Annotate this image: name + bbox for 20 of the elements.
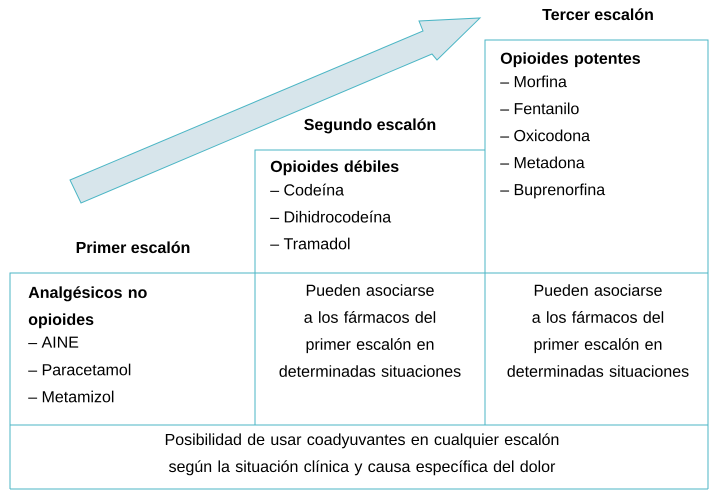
drug-item: – Fentanilo <box>500 102 579 114</box>
note-text: Posibilidad de usar coadyuvantes en cualquier escalón según la situación clínica y causa específica del dolor <box>166 433 558 476</box>
drug-item: – AINE <box>28 336 78 348</box>
drug-item: – Buprenorfina <box>500 184 606 198</box>
group-title: Opioides débiles <box>270 160 398 176</box>
step-heading: Segundo escalón <box>304 118 436 134</box>
drug-item: – Dihidrocodeína <box>270 210 392 223</box>
step-heading: Tercer escalón <box>542 8 653 20</box>
drug-item: – Paracetamol <box>28 364 130 376</box>
step-heading: Primer escalón <box>76 241 190 254</box>
note-text: Pueden asociarse a los fármacos del primer escalón en determinadas situaciones <box>280 284 461 377</box>
drug-item: – Tramadol <box>270 238 350 250</box>
drug-item: – Codeína <box>270 184 344 196</box>
drug-item: – Morfina <box>500 76 567 88</box>
group-title: Opioides potentes <box>500 52 640 68</box>
group-title: Analgésicos no opioides <box>28 286 147 328</box>
drug-item: – Metamizol <box>28 390 114 402</box>
drug-item: – Metadona <box>500 156 585 168</box>
note-text: Pueden asociarse a los fármacos del primer escalón en determinadas situaciones <box>508 284 689 377</box>
drug-item: – Oxicodona <box>500 130 590 142</box>
